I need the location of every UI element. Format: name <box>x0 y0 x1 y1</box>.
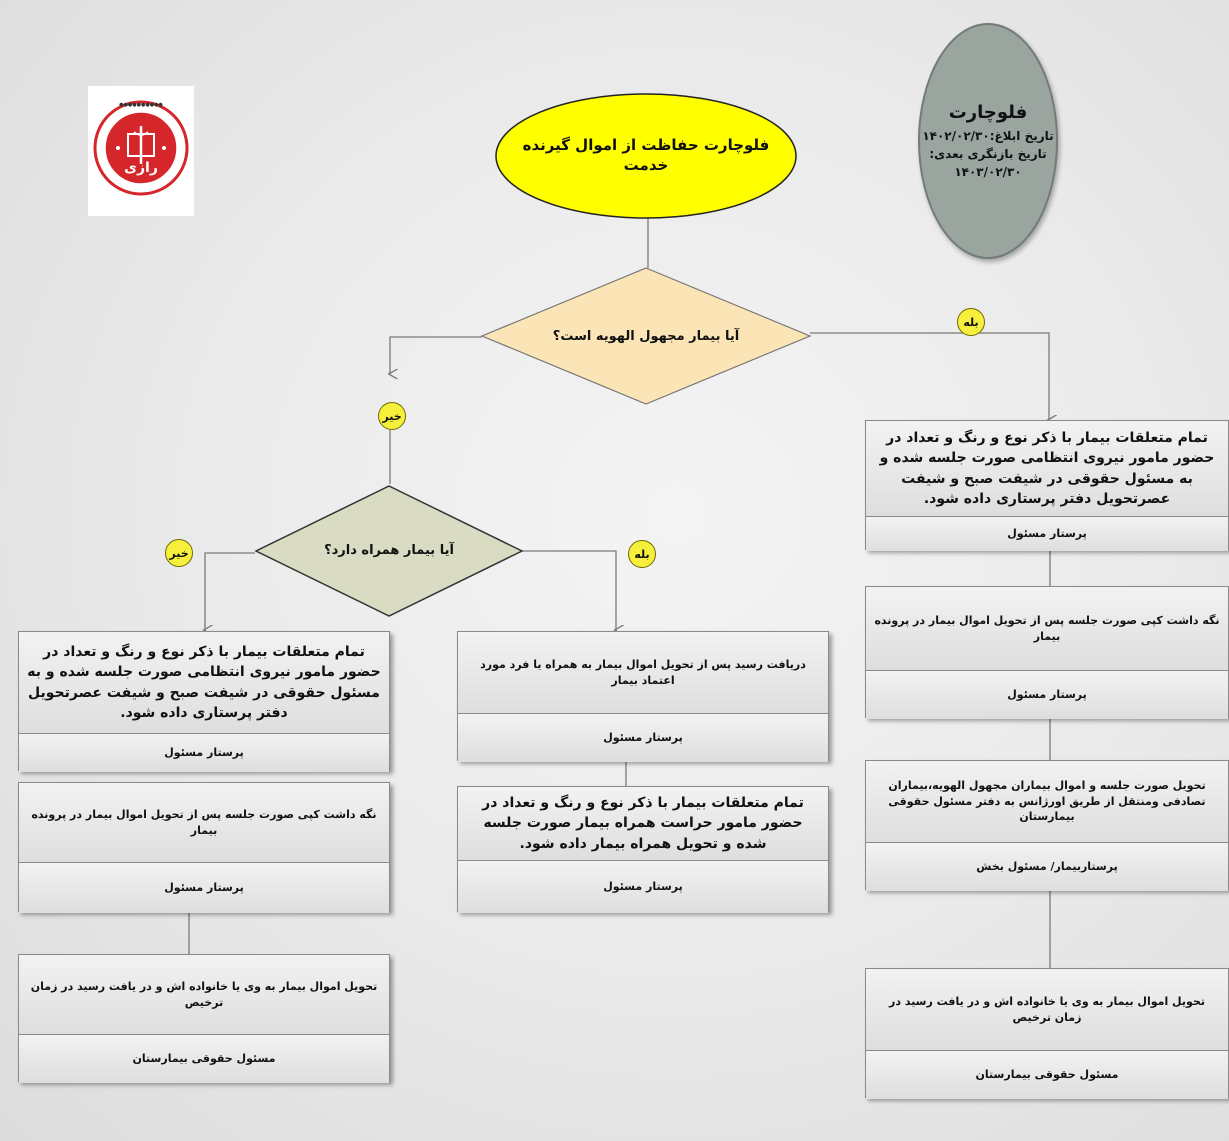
decision1-text: آیا بیمار مجهول الهویه است؟ <box>552 329 740 345</box>
logo-text: رازی <box>124 160 158 176</box>
step-role: پرستار مسئول <box>458 714 828 762</box>
middle-step-2: تمام متعلقات بیمار با ذکر نوع و رنگ و تع… <box>457 786 829 913</box>
start-ellipse <box>495 93 797 219</box>
step-role: پرستار مسئول <box>19 863 389 913</box>
right-step-2: نگه داشت کپی صورت جلسه پس از تحویل اموال… <box>865 586 1229 719</box>
review-date: ۱۴۰۳/۰۲/۳۰ <box>954 164 1022 179</box>
step-text: تحویل اموال بیمار به وی یا خانواده اش و … <box>866 969 1228 1051</box>
razi-hospital-logo-icon: ●●●●●●●●●● <box>93 100 189 196</box>
svg-text:●●●●●●●●●●: ●●●●●●●●●● <box>119 102 163 108</box>
middle-step-1: دریافت رسید پس از تحویل اموال بیمار به ه… <box>457 631 829 762</box>
step-role: پرستاربیمار/ مسئول بخش <box>866 843 1228 891</box>
flowchart-info-circle: فلوچارت تاریخ ابلاغ:۱۴۰۲/۰۲/۳۰ تاریخ باز… <box>918 23 1058 259</box>
step-role: مسئول حقوقی بیمارستان <box>19 1035 389 1083</box>
connector-decision1-yes <box>810 332 1049 420</box>
right-step-4: تحویل اموال بیمار به وی یا خانواده اش و … <box>865 968 1229 1099</box>
badge-yes-decision1: بله <box>957 308 985 336</box>
notify-date: تاریخ ابلاغ:۱۴۰۲/۰۲/۳۰ <box>922 128 1054 143</box>
step-text: تحویل صورت جلسه و اموال بیماران مجهول ال… <box>866 761 1228 843</box>
badge-no-decision2: خیر <box>165 539 193 567</box>
decision-unknown-identity <box>480 267 812 405</box>
review-label: تاریخ بازنگری بعدی: <box>929 146 1047 161</box>
left-step-1: تمام متعلقات بیمار با ذکر نوع و رنگ و تع… <box>18 631 390 772</box>
step-text: تمام متعلقات بیمار با ذکر نوع و رنگ و تع… <box>19 632 389 734</box>
left-step-3: تحویل اموال بیمار به وی یا خانواده اش و … <box>18 954 390 1083</box>
decision2-text: آیا بیمار همراه دارد؟ <box>324 543 454 559</box>
step-text: نگه داشت کپی صورت جلسه پس از تحویل اموال… <box>19 783 389 863</box>
step-text: تمام متعلقات بیمار با ذکر نوع و رنگ و تع… <box>458 787 828 861</box>
step-text: تمام متعلقات بیمار با ذکر نوع و رنگ و تع… <box>866 421 1228 517</box>
connector-decision2-no <box>205 552 255 630</box>
step-role: پرستار مسئول <box>19 734 389 772</box>
info-title: فلوچارت <box>948 101 1028 123</box>
badge-no-decision1: خیر <box>378 402 406 430</box>
step-text: دریافت رسید پس از تحویل اموال بیمار به ه… <box>458 632 828 714</box>
step-text: تحویل اموال بیمار به وی یا خانواده اش و … <box>19 955 389 1035</box>
start-title: فلوچارت حفاظت از اموال گیرنده خدمت <box>522 135 770 174</box>
right-step-3: تحویل صورت جلسه و اموال بیماران مجهول ال… <box>865 760 1229 891</box>
badge-yes-decision2: بله <box>628 540 656 568</box>
step-role: پرستار مسئول <box>866 517 1228 551</box>
step-role: پرستار مسئول <box>866 671 1228 719</box>
step-role: پرستار مسئول <box>458 861 828 913</box>
decision-has-companion <box>254 485 524 617</box>
left-step-2: نگه داشت کپی صورت جلسه پس از تحویل اموال… <box>18 782 390 913</box>
step-text: نگه داشت کپی صورت جلسه پس از تحویل اموال… <box>866 587 1228 671</box>
connector-decision1-no <box>390 336 482 374</box>
hospital-logo: ●●●●●●●●●● رازی <box>88 86 194 216</box>
right-step-1: تمام متعلقات بیمار با ذکر نوع و رنگ و تع… <box>865 420 1229 551</box>
step-role: مسئول حقوقی بیمارستان <box>866 1051 1228 1099</box>
connector-decision2-yes <box>522 550 616 630</box>
